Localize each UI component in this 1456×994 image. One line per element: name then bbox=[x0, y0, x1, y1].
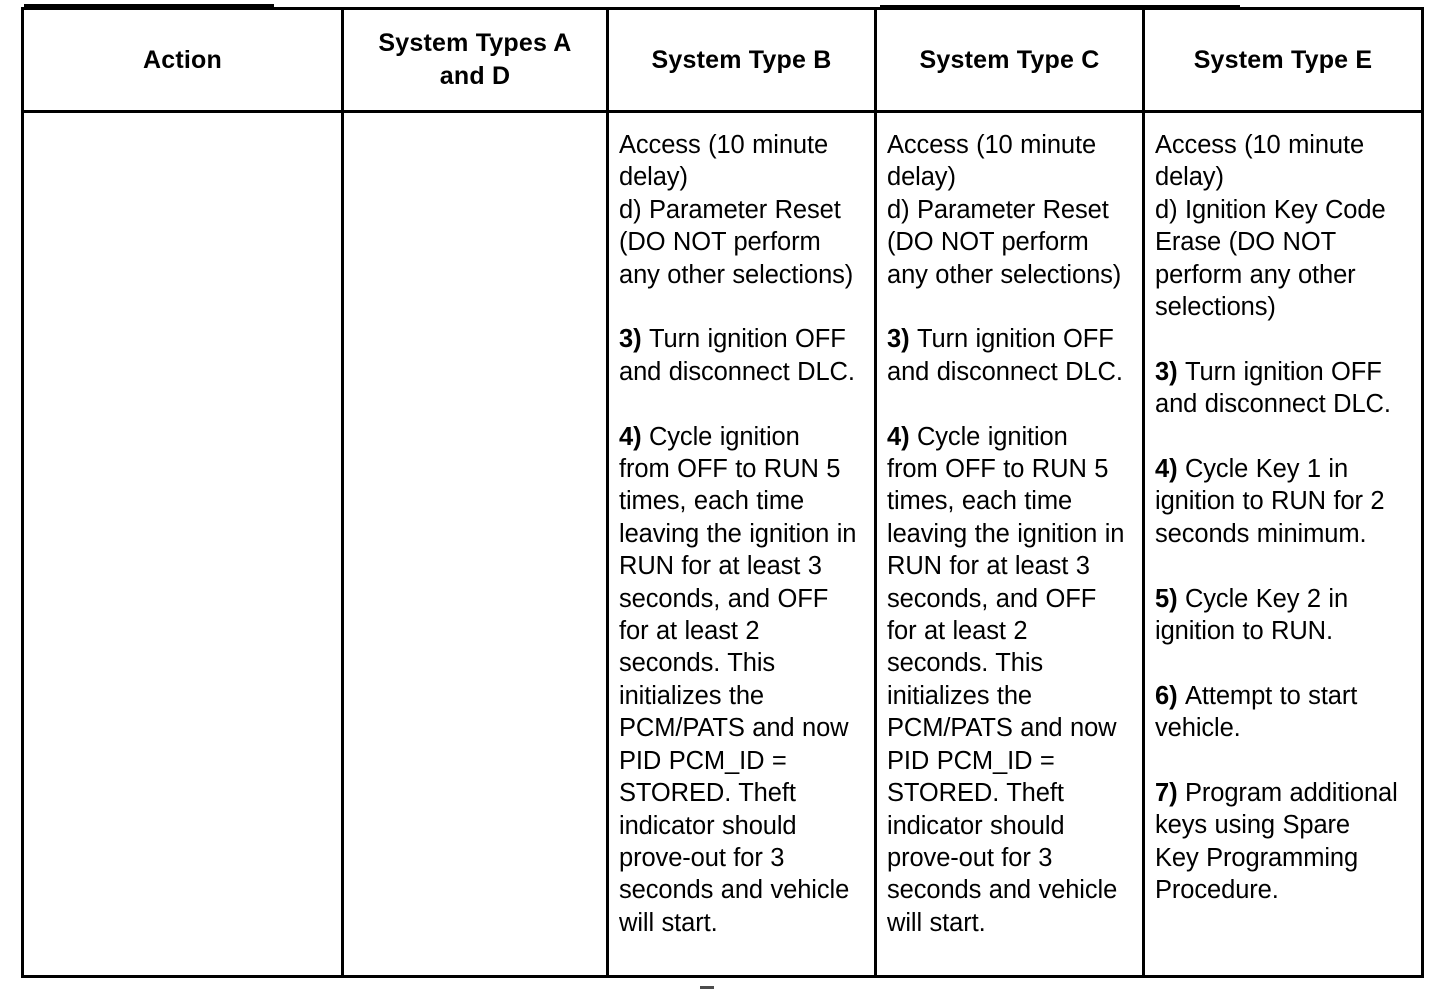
procedure-block-text: Turn ignition OFF and disconnect DLC. bbox=[1155, 357, 1391, 419]
procedure-block: 4) Cycle Key 1 in ignition to RUN for 2 … bbox=[1155, 453, 1414, 550]
cell-types-a-d bbox=[341, 110, 609, 978]
procedure-block-text: Access (10 minute delay) d) Parameter Re… bbox=[887, 131, 1122, 289]
procedure-step-number: 4) bbox=[619, 422, 649, 451]
cell-type-e-content: Access (10 minute delay) d) Ignition Key… bbox=[1145, 113, 1421, 913]
procedure-block-text: Attempt to start vehicle. bbox=[1155, 681, 1358, 743]
column-header-type-e: System Type E bbox=[1142, 7, 1424, 113]
procedure-block-text: Access (10 minute delay) d) Parameter Re… bbox=[619, 131, 854, 289]
table-row: Access (10 minute delay) d) Parameter Re… bbox=[21, 110, 1424, 978]
procedure-step-number: 4) bbox=[1155, 455, 1185, 484]
procedure-block: Access (10 minute delay) d) Parameter Re… bbox=[887, 129, 1135, 291]
procedure-step-number: 3) bbox=[619, 325, 649, 354]
procedure-block: 3) Turn ignition OFF and disconnect DLC. bbox=[619, 323, 867, 388]
cell-type-b: Access (10 minute delay) d) Parameter Re… bbox=[606, 110, 877, 978]
procedure-block: 7) Program additional keys using Spare K… bbox=[1155, 777, 1414, 907]
cell-type-e: Access (10 minute delay) d) Ignition Key… bbox=[1142, 110, 1424, 978]
procedure-block-text: Turn ignition OFF and disconnect DLC. bbox=[619, 325, 855, 386]
column-header-type-b: System Type B bbox=[606, 7, 877, 113]
procedure-block-text: Turn ignition OFF and disconnect DLC. bbox=[887, 325, 1123, 386]
column-header-type-c: System Type C bbox=[874, 7, 1145, 113]
procedure-block: 4) Cycle ignition from OFF to RUN 5 time… bbox=[887, 421, 1135, 940]
procedure-block-text: Cycle ignition from OFF to RUN 5 times, … bbox=[887, 422, 1125, 937]
column-header-types-a-d: System Types A and D bbox=[341, 7, 609, 113]
procedure-block: 4) Cycle ignition from OFF to RUN 5 time… bbox=[619, 421, 867, 940]
procedure-block-text: Access (10 minute delay) d) Ignition Key… bbox=[1155, 131, 1386, 322]
cell-type-b-content: Access (10 minute delay) d) Parameter Re… bbox=[609, 113, 874, 945]
procedure-step-number: 3) bbox=[887, 325, 917, 354]
procedure-block-text: Program additional keys using Spare Key … bbox=[1155, 779, 1398, 905]
procedure-block: 6) Attempt to start vehicle. bbox=[1155, 680, 1414, 745]
procedure-step-number: 5) bbox=[1155, 584, 1185, 613]
procedure-block: Access (10 minute delay) d) Parameter Re… bbox=[619, 129, 867, 291]
column-header-types-a-d-line2: and D bbox=[439, 62, 511, 90]
scan-artifact-bottom-tick bbox=[700, 986, 714, 989]
procedure-step-number: 4) bbox=[887, 422, 917, 451]
procedure-block-text: Cycle Key 2 in ignition to RUN. bbox=[1155, 584, 1349, 646]
procedure-step-number: 6) bbox=[1155, 681, 1185, 710]
procedure-step-number: 3) bbox=[1155, 357, 1185, 386]
column-header-types-a-d-line1: System Types A bbox=[378, 29, 572, 57]
procedure-block: 3) Turn ignition OFF and disconnect DLC. bbox=[1155, 356, 1414, 421]
procedure-block-text: Cycle Key 1 in ignition to RUN for 2 sec… bbox=[1155, 455, 1385, 548]
table-header-row: Action System Types A and D System Type … bbox=[21, 7, 1424, 113]
column-header-type-b-label: System Type B bbox=[651, 45, 832, 74]
procedure-step-number: 7) bbox=[1155, 779, 1185, 808]
pats-procedure-table: Action System Types A and D System Type … bbox=[21, 7, 1424, 978]
procedure-block: 5) Cycle Key 2 in ignition to RUN. bbox=[1155, 583, 1414, 648]
procedure-block: Access (10 minute delay) d) Ignition Key… bbox=[1155, 129, 1414, 323]
cell-action bbox=[21, 110, 344, 978]
cell-type-c: Access (10 minute delay) d) Parameter Re… bbox=[874, 110, 1145, 978]
column-header-type-e-label: System Type E bbox=[1193, 45, 1373, 74]
cell-type-c-content: Access (10 minute delay) d) Parameter Re… bbox=[877, 113, 1142, 945]
scan-artifact-top-left bbox=[24, 4, 274, 8]
column-header-type-c-label: System Type C bbox=[919, 45, 1100, 74]
procedure-block: 3) Turn ignition OFF and disconnect DLC. bbox=[887, 323, 1135, 388]
column-header-action-label: Action bbox=[143, 45, 222, 74]
column-header-action: Action bbox=[21, 7, 344, 113]
procedure-block-text: Cycle ignition from OFF to RUN 5 times, … bbox=[619, 422, 857, 937]
